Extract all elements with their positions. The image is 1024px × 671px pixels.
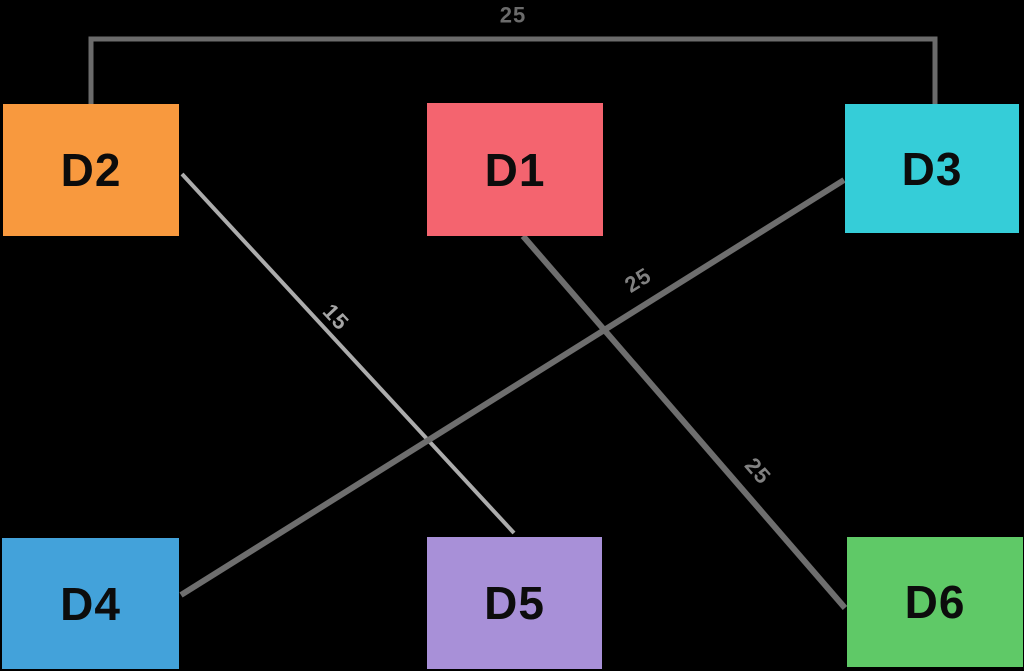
edge-d1-d6 xyxy=(520,234,848,610)
node-d1-label: D1 xyxy=(484,143,546,196)
node-d6: D6 xyxy=(847,537,1023,667)
node-d2-label: D2 xyxy=(60,144,122,196)
node-d3-label: D3 xyxy=(901,142,963,195)
node-d4-label: D4 xyxy=(60,577,121,630)
edge-d4-d3-weight-label: 25 xyxy=(620,262,656,297)
node-d6-label: D6 xyxy=(904,576,966,628)
node-d1: D1 xyxy=(427,103,603,236)
edge-d2-d3-weight-label: 25 xyxy=(500,3,526,28)
edge-d2-d5 xyxy=(180,172,516,535)
edge-d2-d5-weight-label: 15 xyxy=(318,299,354,335)
edge-d1-d6-weight-label: 25 xyxy=(740,453,776,489)
node-d2: D2 xyxy=(3,104,179,236)
node-d5: D5 xyxy=(427,537,602,669)
node-d4: D4 xyxy=(2,538,179,669)
edge-d2-d3 xyxy=(88,36,938,104)
node-d5-label: D5 xyxy=(484,577,545,629)
edge-d4-d3 xyxy=(179,177,846,598)
node-d3: D3 xyxy=(845,104,1019,233)
